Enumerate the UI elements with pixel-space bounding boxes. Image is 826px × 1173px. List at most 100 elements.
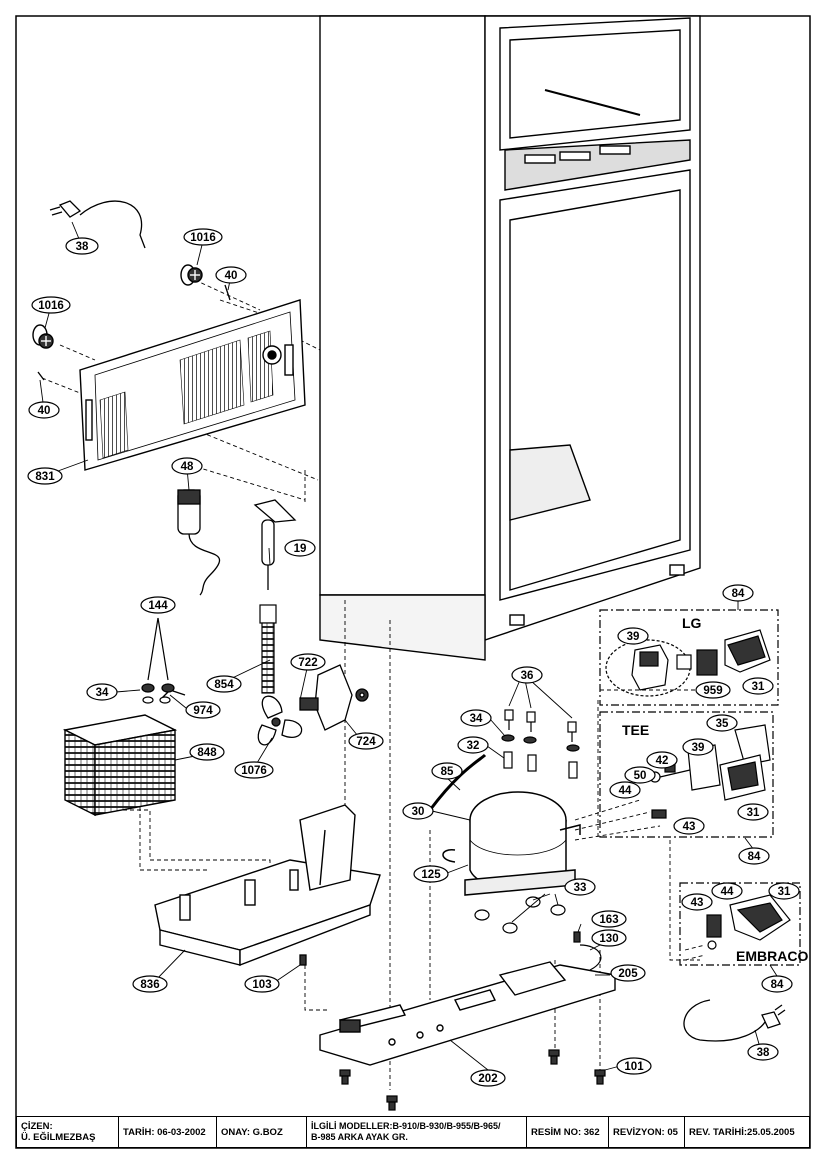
svg-text:39: 39 (627, 631, 640, 643)
callout-43-tee: 43 (673, 817, 705, 835)
svg-text:31: 31 (778, 886, 791, 898)
svg-text:101: 101 (624, 1061, 644, 1073)
mounting-bolts (501, 709, 580, 779)
svg-text:205: 205 (618, 968, 638, 980)
callout-85: 85 (431, 762, 463, 780)
svg-text:43: 43 (691, 897, 704, 909)
callout-30: 30 (402, 802, 434, 820)
callout-1016-lower: 1016 (31, 296, 71, 314)
svg-text:144: 144 (148, 600, 168, 612)
svg-text:36: 36 (521, 670, 534, 682)
svg-text:32: 32 (467, 740, 480, 752)
callout-84-tee: 84 (738, 847, 770, 865)
callout-722: 722 (290, 653, 326, 671)
svg-text:130: 130 (599, 933, 618, 945)
drawing-date: TARİH: 06-03-2002 (119, 1117, 217, 1147)
callout-31-embraco: 31 (768, 882, 800, 900)
svg-text:1076: 1076 (241, 765, 267, 777)
approved-by: ONAY: G.BOZ (217, 1117, 307, 1147)
power-cord-upper (49, 200, 146, 249)
callout-31-lg: 31 (742, 677, 774, 695)
callout-205: 205 (610, 964, 646, 982)
svg-text:43: 43 (683, 821, 696, 833)
callout-19: 19 (284, 539, 316, 557)
svg-text:19: 19 (294, 543, 307, 555)
callout-31-tee: 31 (737, 803, 769, 821)
callout-1016-upper: 1016 (183, 228, 223, 246)
svg-text:202: 202 (478, 1073, 497, 1085)
svg-text:34: 34 (96, 687, 109, 699)
refrigerator-cabinet (319, 15, 701, 661)
svg-text:836: 836 (140, 979, 159, 991)
svg-text:854: 854 (214, 679, 234, 691)
svg-text:84: 84 (771, 979, 784, 991)
evaporation-tray (154, 804, 381, 967)
grommet-1016-upper (180, 264, 203, 286)
back-cover-plate (79, 299, 306, 471)
svg-text:959: 959 (703, 685, 722, 697)
callout-35: 35 (706, 714, 738, 732)
base-plate (319, 961, 616, 1066)
svg-text:40: 40 (225, 270, 238, 282)
callout-50: 50 (624, 766, 656, 784)
svg-text:163: 163 (599, 914, 618, 926)
screw-40 (37, 284, 231, 381)
compressor (428, 753, 581, 896)
svg-text:848: 848 (197, 747, 217, 759)
svg-text:44: 44 (721, 886, 734, 898)
callout-130: 130 (591, 929, 627, 947)
capacitor (177, 489, 220, 596)
revision: REVİZYON: 05 (609, 1117, 685, 1147)
callout-36: 36 (511, 666, 543, 684)
svg-text:1016: 1016 (38, 300, 64, 312)
svg-text:38: 38 (76, 241, 89, 253)
embraco-relay-kit (679, 882, 801, 966)
callout-103: 103 (244, 975, 280, 993)
svg-text:34: 34 (470, 713, 483, 725)
svg-text:103: 103 (252, 979, 271, 991)
callout-44-embraco: 44 (711, 882, 743, 900)
callout-34-left: 34 (86, 683, 118, 701)
svg-text:42: 42 (656, 755, 669, 767)
callout-33: 33 (564, 878, 596, 896)
callout-32: 32 (457, 736, 489, 754)
drain-spring (259, 604, 277, 694)
ground-wire (579, 944, 602, 971)
svg-text:40: 40 (38, 405, 51, 417)
callout-84-embraco: 84 (761, 975, 793, 993)
kit-label-embraco: EMBRACO (736, 948, 808, 964)
washers-left (141, 617, 175, 704)
callout-831: 831 (27, 467, 63, 485)
callout-43-embraco: 43 (681, 893, 713, 911)
screw-103 (299, 954, 307, 966)
base-screws (339, 931, 606, 1111)
callout-836: 836 (132, 975, 168, 993)
svg-text:44: 44 (619, 785, 632, 797)
svg-text:33: 33 (574, 882, 587, 894)
callout-974: 974 (185, 701, 221, 719)
fan-motor (299, 664, 369, 731)
svg-text:48: 48 (181, 461, 194, 473)
drawn-by: ÇİZEN: Ü. EĞİLMEZBAŞ (17, 1117, 119, 1147)
svg-text:50: 50 (634, 770, 647, 782)
related-models: İLGİLİ MODELLER:B-910/B-930/B-955/B-965/… (307, 1117, 527, 1147)
callout-848: 848 (189, 743, 225, 761)
callout-39-lg: 39 (617, 627, 649, 645)
callout-48: 48 (171, 457, 203, 475)
callout-44-tee: 44 (609, 781, 641, 799)
thermostat-sensor (253, 499, 297, 590)
svg-text:1016: 1016 (190, 232, 216, 244)
callout-40-lower: 40 (28, 401, 60, 419)
rubber-grommets (474, 896, 566, 934)
callout-144: 144 (140, 596, 176, 614)
svg-text:831: 831 (35, 471, 55, 483)
svg-text:125: 125 (421, 869, 441, 881)
svg-text:974: 974 (193, 705, 213, 717)
callout-724: 724 (348, 732, 384, 750)
svg-text:724: 724 (356, 736, 376, 748)
callout-39-tee: 39 (682, 738, 714, 756)
drawing-number: RESİM NO: 362 (527, 1117, 609, 1147)
callout-125: 125 (413, 865, 449, 883)
callout-40-upper: 40 (215, 266, 247, 284)
title-block: ÇİZEN: Ü. EĞİLMEZBAŞ TARİH: 06-03-2002 O… (16, 1116, 810, 1148)
